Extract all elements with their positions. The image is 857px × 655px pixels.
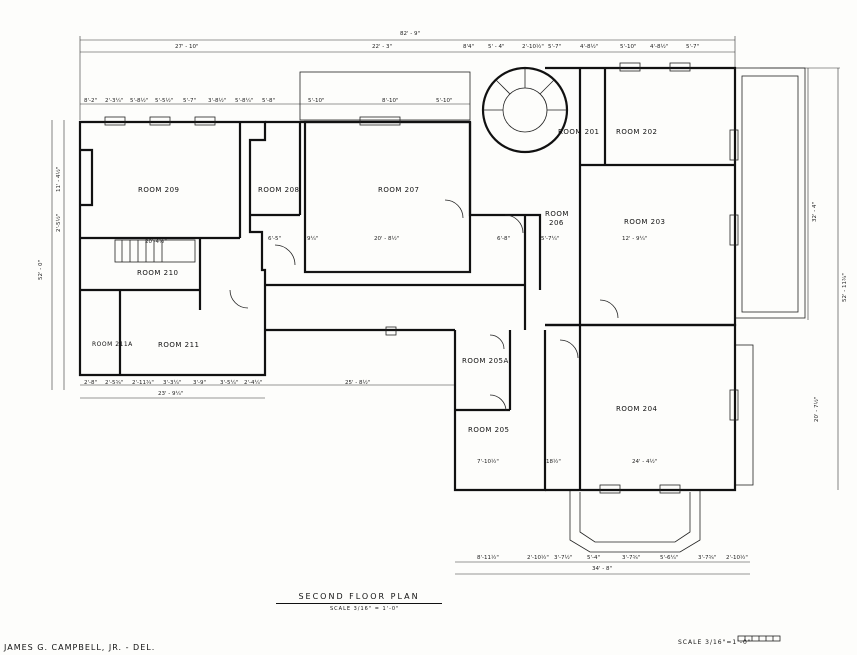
dim-room-206-width: 5'-7¼" xyxy=(541,236,560,242)
dim-bl-d: 3'-3¼" xyxy=(163,380,182,386)
dim-right-bottom: 20' - 7½" xyxy=(814,396,820,422)
dim-mid-c: 6'-8" xyxy=(497,236,511,242)
dim-top-c: 2'-10½" xyxy=(522,44,544,50)
dim-room-203-width: 12' - 9¼" xyxy=(622,236,648,242)
drafter-credit: JAMES G. CAMPBELL, JR. - DEL. xyxy=(4,643,156,652)
dim-br-f: 5'-6¼" xyxy=(660,555,679,561)
dim-row2-k: 5'-10" xyxy=(436,98,453,104)
dim-row2-f: 3'-8½" xyxy=(208,98,227,104)
dim-room-205-width: 7'-10½" xyxy=(477,459,499,465)
dim-row2-c: 5'-8½" xyxy=(130,98,149,104)
dim-top-b: 5' - 4" xyxy=(488,44,505,50)
scale-note: SCALE 3/16" = 1'-0" xyxy=(330,606,400,612)
dim-br-d: 5'-4" xyxy=(587,555,601,561)
dim-bottom-total: 34' - 8" xyxy=(592,566,613,572)
dim-top-f: 5'-10" xyxy=(620,44,637,50)
dim-top-d: 5'-7" xyxy=(548,44,562,50)
dim-room-204-width: 24' - 4½" xyxy=(632,459,658,465)
dim-br-e: 3'-7¾" xyxy=(622,555,641,561)
dim-row2-e: 5'-7" xyxy=(183,98,197,104)
dim-row2-h: 5'-8" xyxy=(262,98,276,104)
dim-row2-j: 8'-10" xyxy=(382,98,399,104)
dim-right-top: 32' - 4" xyxy=(812,201,818,222)
dim-top-mid: 22' - 3" xyxy=(372,44,393,50)
dim-top-a: 8'4" xyxy=(463,44,475,50)
dim-top-e: 4'-8½" xyxy=(580,44,599,50)
scale-bar-label: SCALE 3/16"=1'-0" xyxy=(678,639,752,646)
dim-row2-b: 2'-3¼" xyxy=(105,98,124,104)
room-205-label: ROOM 205 xyxy=(468,426,510,434)
room-211a-label: ROOM 211A xyxy=(92,341,133,348)
dim-right-total: 52' - 11¾" xyxy=(842,273,848,302)
dim-top-left: 27' - 10" xyxy=(175,44,199,50)
dim-left-b: 2'-5½" xyxy=(56,213,62,232)
dim-bl-a: 2'-8" xyxy=(84,380,98,386)
dim-mid-b: 9¼" xyxy=(307,236,319,242)
room-209-label: ROOM 209 xyxy=(138,186,180,194)
dim-room-207-width: 20' - 8½" xyxy=(374,236,400,242)
dim-bl-g: 2'-4¼" xyxy=(244,380,263,386)
drawing-title: SECOND FLOOR PLAN xyxy=(276,592,442,604)
dim-br-h: 2'-10½" xyxy=(726,555,748,561)
room-205a-label: ROOM 205A xyxy=(462,357,509,365)
dim-row2-g: 5'-8¼" xyxy=(235,98,254,104)
room-208-label: ROOM 208 xyxy=(258,186,300,194)
dim-bl-b: 2'-5¾" xyxy=(105,380,124,386)
room-204-label: ROOM 204 xyxy=(616,405,658,413)
dim-bl-c: 2'-11¾" xyxy=(132,380,154,386)
dim-br-a: 8'-11½" xyxy=(477,555,499,561)
room-201-label: ROOM 201 xyxy=(558,128,600,136)
room-207-label: ROOM 207 xyxy=(378,186,420,194)
dim-left-total: 52' - 0" xyxy=(38,259,44,280)
dim-top-h: 5'-7" xyxy=(686,44,700,50)
room-210-label: ROOM 210 xyxy=(137,269,179,277)
dim-hall-length: 25' - 8½" xyxy=(345,380,371,386)
dim-br-b: 2'-10½" xyxy=(527,555,549,561)
dim-room-210-width: 20'-4½" xyxy=(145,239,167,245)
room-206-label: ROOM xyxy=(545,210,569,218)
dim-top-g: 4'-8½" xyxy=(650,44,669,50)
dim-bl-e: 3'-9" xyxy=(193,380,207,386)
dim-br-g: 3'-7¾" xyxy=(698,555,717,561)
room-203-label: ROOM 203 xyxy=(624,218,666,226)
dim-row2-d: 5'-5½" xyxy=(155,98,174,104)
dim-bottom-left: 23' - 9¼" xyxy=(158,391,184,397)
dim-br-c: 3'-7½" xyxy=(554,555,573,561)
room-211-label: ROOM 211 xyxy=(158,341,200,349)
dim-row2-a: 8'-2" xyxy=(84,98,98,104)
dim-left-a: 11' - 4½" xyxy=(56,166,62,192)
dim-row2-i: 5'-10" xyxy=(308,98,325,104)
dim-room-205-x: 18½" xyxy=(546,459,561,465)
room-202-label: ROOM 202 xyxy=(616,128,658,136)
dim-mid-a: 6'-5" xyxy=(268,236,282,242)
dim-overall-top: 82' - 9" xyxy=(400,31,421,37)
dim-bl-f: 3'-5¼" xyxy=(220,380,239,386)
room-206-number: 206 xyxy=(549,219,564,227)
